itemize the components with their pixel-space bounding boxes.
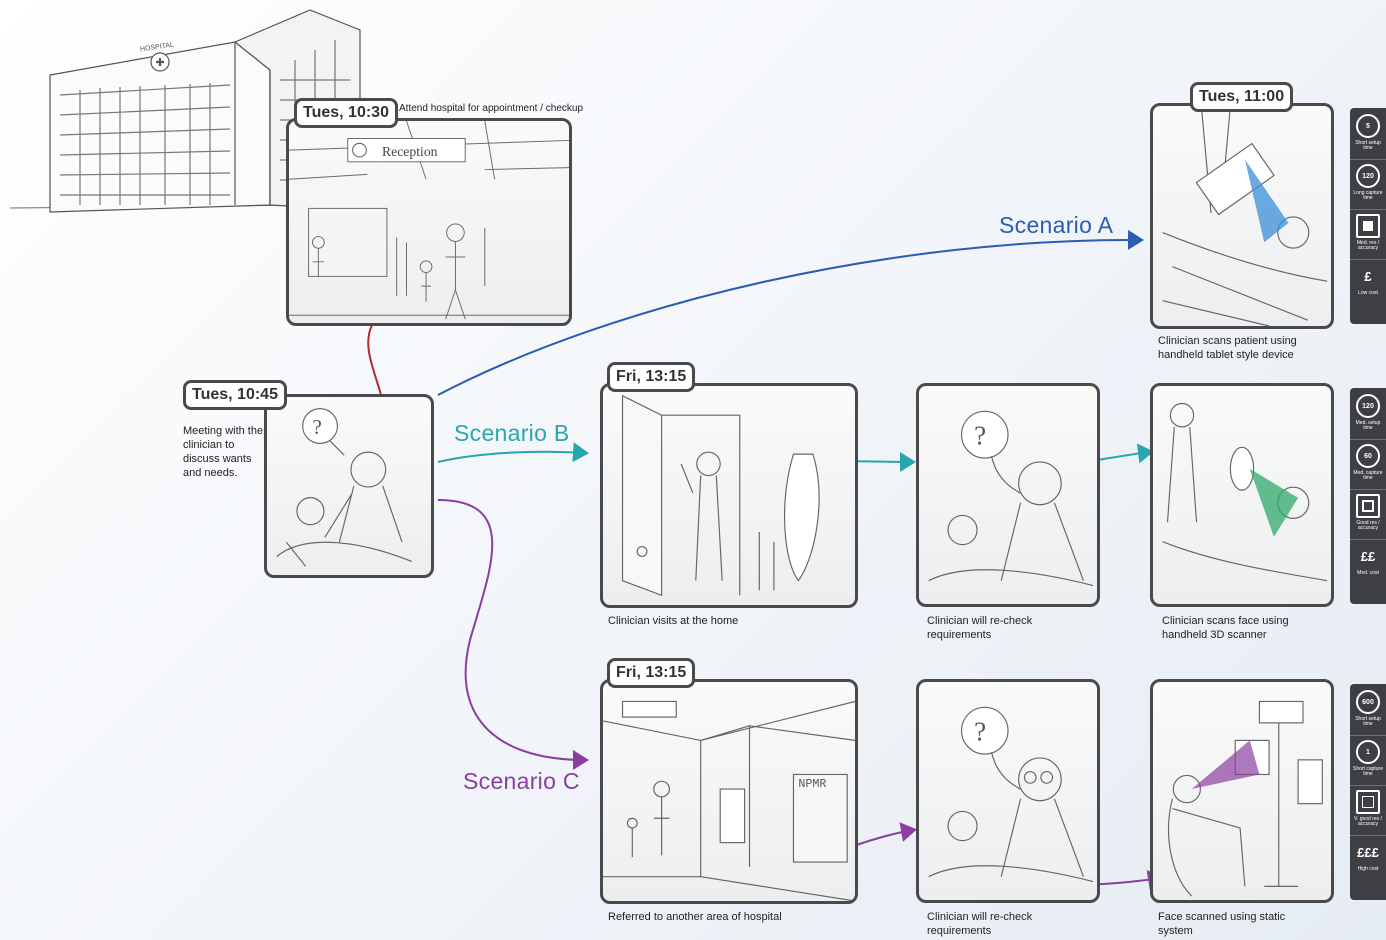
cost-icon: £ (1364, 268, 1372, 284)
setup-time-label: Med. setup time (1355, 420, 1381, 431)
scenario-a-caption: Clinician scans patient using handheld t… (1158, 335, 1297, 361)
resolution-metric: V. good res / accuracy (1350, 786, 1386, 836)
scenario-c-caption-2: Clinician will re-check requirements (927, 911, 1033, 937)
setup-time-label: Short setup time (1355, 716, 1381, 727)
scenario-b-time-badge: Fri, 13:15 (607, 362, 696, 392)
cost-label: Low cost (1358, 290, 1378, 296)
recheck-question-mark-c: ? (974, 716, 986, 746)
setup-time-metric: 600 Short setup time (1350, 686, 1386, 736)
scenario-a-metrics: 5 Short setup time 120 Long capture time… (1350, 108, 1386, 324)
scenario-c-recheck-panel: ? (916, 679, 1100, 903)
capture-time-metric: 60 Med. capture time (1350, 440, 1386, 490)
setup-time-dial-icon: 120 (1356, 394, 1380, 418)
setup-time-dial-icon: 600 (1356, 690, 1380, 714)
scenario-a-arrow (437, 229, 1144, 396)
cost-metric: £ Low cost (1350, 260, 1386, 310)
resolution-metric: Med. res / accuracy (1350, 210, 1386, 260)
scenario-c-arrow (437, 499, 589, 770)
scenario-a-scan-panel (1150, 103, 1334, 329)
intro-note: Attend hospital for appointment / checku… (399, 103, 584, 114)
capture-time-dial-icon: 120 (1356, 164, 1380, 188)
scenario-a-label: Scenario A (999, 212, 1114, 238)
scenario-b-handheld-scan-panel (1150, 383, 1334, 607)
capture-time-metric: 120 Long capture time (1350, 160, 1386, 210)
scan-beam-blue (1244, 159, 1289, 243)
scenario-c-time-badge: Fri, 13:15 (607, 658, 696, 688)
capture-time-metric: 1 Short capture time (1350, 736, 1386, 786)
scenario-c-static-scan-panel (1150, 679, 1334, 903)
scenario-c-metrics: 600 Short setup time 1 Short capture tim… (1350, 684, 1386, 900)
scenario-b-caption-1: Clinician visits at the home (608, 615, 739, 627)
meeting-caption: Meeting with the clinician to discuss wa… (183, 425, 264, 479)
scenario-b-arrow (437, 442, 589, 463)
capture-time-dial-icon: 60 (1356, 444, 1380, 468)
meeting-question-mark: ? (312, 415, 321, 439)
scenario-b-metrics: 120 Med. setup time 60 Med. capture time… (1350, 388, 1386, 604)
scenario-b-caption-3: Clinician scans face using handheld 3D s… (1162, 615, 1289, 641)
recheck-question-mark-b: ? (974, 420, 986, 450)
cost-metric: ££ Med. cost (1350, 540, 1386, 590)
npmr-sign: NPMR (798, 777, 826, 791)
scenario-b-recheck-panel: ? (916, 383, 1100, 607)
intro-time-badge: Tues, 10:30 (294, 98, 398, 128)
scenario-c-referral-panel: NPMR (600, 679, 858, 904)
setup-time-metric: 5 Short setup time (1350, 110, 1386, 160)
capture-time-label: Med. capture time (1353, 470, 1383, 481)
scenario-c-caption-1: Referred to another area of hospital (608, 911, 782, 923)
resolution-label: V. good res / accuracy (1354, 816, 1382, 827)
scenario-b-caption-2: Clinician will re-check requirements (927, 615, 1033, 641)
meeting-panel: ? (264, 394, 434, 578)
resolution-label: Good res / accuracy (1356, 520, 1380, 531)
reception-sign: Reception (382, 144, 438, 159)
cost-label: High cost (1357, 866, 1379, 872)
resolution-metric: Good res / accuracy (1350, 490, 1386, 540)
scenario-b-home-visit-panel (600, 383, 858, 608)
capture-time-label: Short capture time (1352, 766, 1384, 777)
cost-icon: ££ (1360, 548, 1376, 564)
scan-beam-purple (1191, 740, 1260, 790)
resolution-square-icon (1356, 790, 1380, 814)
cost-label: Med. cost (1357, 570, 1379, 576)
scenario-a-time-badge: Tues, 11:00 (1190, 82, 1294, 112)
setup-time-dial-icon: 5 (1356, 114, 1380, 138)
resolution-label: Med. res / accuracy (1356, 240, 1380, 251)
cost-metric: £££ High cost (1350, 836, 1386, 886)
resolution-square-icon (1356, 214, 1380, 238)
scenario-c-label: Scenario C (463, 768, 580, 794)
resolution-square-icon (1356, 494, 1380, 518)
capture-time-label: Long capture time (1353, 190, 1383, 201)
setup-time-metric: 120 Med. setup time (1350, 390, 1386, 440)
scan-beam-green (1249, 468, 1299, 537)
scenario-b-label: Scenario B (454, 420, 570, 446)
scenario-c-caption-3: Face scanned using static system (1158, 911, 1286, 937)
cost-icon: £££ (1357, 844, 1379, 860)
capture-time-dial-icon: 1 (1356, 740, 1380, 764)
setup-time-label: Short setup time (1355, 140, 1381, 151)
info-icon (352, 142, 367, 158)
intro-panel: Reception (286, 118, 572, 326)
meeting-time-badge: Tues, 10:45 (183, 380, 287, 410)
